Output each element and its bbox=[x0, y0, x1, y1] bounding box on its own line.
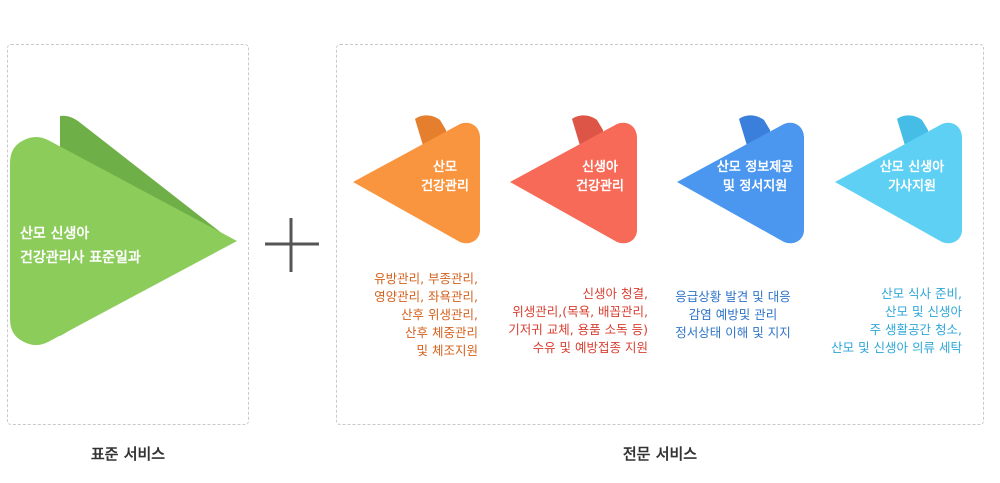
card-2-title-line: 신생아 bbox=[582, 160, 618, 175]
card-1-desc-line: 유방관리, 부종관리, bbox=[374, 271, 478, 286]
card-2-description: 신생아 청결, 위생관리,(목욕, 배꼽관리, 기저귀 교체, 용품 소독 등)… bbox=[470, 285, 648, 357]
standard-service-caption: 표준 서비스 bbox=[90, 445, 166, 463]
card-3-description: 응급상황 발견 및 대응 감염 예방및 관리 정서상태 이해 및 지지 bbox=[662, 288, 804, 342]
card-4-title-line: 산모 신생아 bbox=[879, 160, 945, 175]
card-1-triangle-icon bbox=[353, 115, 480, 244]
card-3-triangle-icon bbox=[677, 115, 804, 244]
card-2-desc-line: 기저귀 교체, 용품 소독 등) bbox=[508, 322, 648, 337]
card-2-desc-line: 위생관리,(목욕, 배꼽관리, bbox=[512, 304, 648, 319]
card-2-desc-line: 신생아 청결, bbox=[582, 286, 648, 301]
card-2-triangle-icon bbox=[510, 115, 637, 244]
card-4-desc-line: 주 생활공간 청소, bbox=[869, 322, 962, 337]
standard-service-panel bbox=[7, 44, 249, 425]
card-4-desc-line: 산모 식사 준비, bbox=[881, 286, 962, 301]
card-4-description: 산모 식사 준비, 산모 및 신생아 주 생활공간 청소, 산모 및 신생아 의… bbox=[810, 285, 962, 357]
card-3-desc-line: 응급상황 발견 및 대응 bbox=[675, 289, 791, 304]
standard-triangle-front bbox=[10, 137, 237, 345]
plus-icon bbox=[265, 218, 319, 272]
card-3-title: 산모 정보제공 및 정서지원 bbox=[700, 158, 810, 196]
card-1-title: 산모 건강관리 bbox=[400, 158, 490, 196]
expert-service-caption: 전문 서비스 bbox=[622, 445, 698, 463]
card-1-title-line: 산모 bbox=[433, 160, 457, 175]
card-4-title-line: 가사지원 bbox=[888, 179, 936, 194]
card-3-desc-line: 정서상태 이해 및 지지 bbox=[675, 325, 791, 340]
card-3-desc-line: 감염 예방및 관리 bbox=[688, 307, 778, 322]
card-1-description: 유방관리, 부종관리, 영양관리, 좌욕관리, 산후 위생관리, 산후 체중관리… bbox=[320, 270, 478, 360]
card-4-triangle-icon bbox=[835, 115, 962, 244]
card-2-desc-line: 수유 및 예방접종 지원 bbox=[532, 340, 648, 355]
card-1-title-line: 건강관리 bbox=[421, 179, 469, 194]
card-4-desc-line: 산모 및 신생아 의류 세탁 bbox=[831, 340, 962, 355]
standard-title-line: 산모 신생아 bbox=[20, 226, 90, 242]
card-3-title-line: 및 정서지원 bbox=[722, 179, 788, 194]
card-2-title-line: 건강관리 bbox=[576, 179, 624, 194]
card-4-title: 산모 신생아 가사지원 bbox=[862, 158, 962, 196]
expert-service-panel bbox=[336, 44, 984, 425]
standard-title: 산모 신생아 건강관리사 표준일과 bbox=[20, 222, 141, 270]
card-4-desc-line: 산모 및 신생아 bbox=[885, 304, 962, 319]
card-1-desc-line: 및 체조지원 bbox=[416, 343, 478, 358]
standard-triangle-icon bbox=[10, 115, 237, 345]
card-1-desc-line: 산후 체중관리 bbox=[405, 325, 478, 340]
card-2-title: 신생아 건강관리 bbox=[555, 158, 645, 196]
card-1-desc-line: 영양관리, 좌욕관리, bbox=[374, 289, 478, 304]
card-1-desc-line: 산후 위생관리, bbox=[401, 307, 478, 322]
card-3-title-line: 산모 정보제공 bbox=[716, 160, 794, 175]
standard-title-line: 건강관리사 표준일과 bbox=[20, 250, 141, 266]
